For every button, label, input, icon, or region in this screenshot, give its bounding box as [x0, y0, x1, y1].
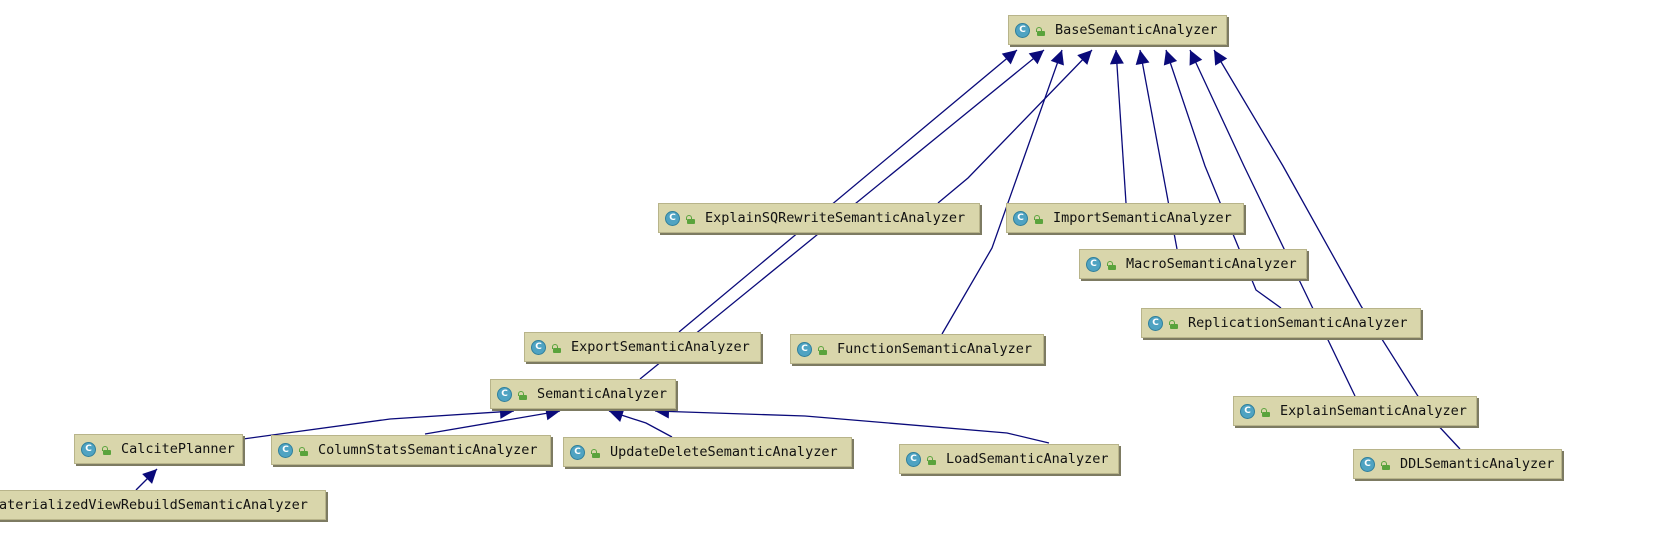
class-icon: C	[906, 451, 921, 467]
public-lock-icon	[518, 390, 527, 400]
node-label: UpdateDeleteSemanticAnalyzer	[610, 444, 838, 460]
node-calcite-planner[interactable]: C CalcitePlanner	[74, 434, 243, 464]
class-icon: C	[1086, 256, 1101, 272]
public-lock-icon	[686, 214, 695, 224]
node-load-semantic-analyzer[interactable]: C LoadSemanticAnalyzer	[899, 444, 1119, 474]
public-lock-icon	[299, 446, 308, 456]
edge-explain_sq-to-base	[937, 49, 1093, 204]
node-label: aterializedViewRebuildSemanticAnalyzer	[0, 497, 308, 513]
public-lock-icon	[818, 345, 827, 355]
edge-explain-to-base	[1189, 49, 1356, 397]
node-label: ExportSemanticAnalyzer	[571, 339, 750, 355]
arrowhead-update_delete-to-semantic	[609, 408, 625, 422]
class-icon: C	[1148, 315, 1163, 331]
class-icon: C	[1240, 403, 1255, 419]
node-ddl-semantic-analyzer[interactable]: C DDLSemanticAnalyzer	[1353, 449, 1562, 479]
class-icon: C	[1360, 456, 1375, 472]
class-icon: C	[1015, 22, 1030, 38]
edge-ddl-to-base	[1213, 49, 1461, 450]
edge-load-to-semantic	[654, 410, 1050, 444]
public-lock-icon	[102, 445, 111, 455]
node-label: ColumnStatsSemanticAnalyzer	[318, 442, 538, 458]
node-label: MacroSemanticAnalyzer	[1126, 256, 1297, 272]
edge-import-to-base	[1115, 49, 1127, 204]
class-icon: C	[665, 210, 680, 226]
node-export-semantic-analyzer[interactable]: C ExportSemanticAnalyzer	[524, 332, 761, 362]
node-label: SemanticAnalyzer	[537, 386, 668, 402]
node-function-semantic-analyzer[interactable]: C FunctionSemanticAnalyzer	[790, 334, 1044, 364]
node-label: ReplicationSemanticAnalyzer	[1188, 315, 1408, 331]
node-label: ExplainSemanticAnalyzer	[1280, 403, 1467, 419]
arrowhead-column_stats-to-semantic	[545, 406, 560, 421]
arrowhead-mv_rebuild-to-calcite	[142, 469, 157, 484]
edge-calcite-to-semantic	[242, 410, 515, 440]
public-lock-icon	[591, 448, 600, 458]
class-icon: C	[797, 341, 812, 357]
arrowhead-function-to-base	[1050, 50, 1064, 66]
node-explain-sq-rewrite-semantic-analyzer[interactable]: C ExplainSQRewriteSemanticAnalyzer	[658, 203, 980, 233]
edge-column_stats-to-semantic	[424, 410, 561, 435]
arrowhead-macro-to-base	[1135, 50, 1150, 66]
node-materialized-view-rebuild-semantic-analyzer[interactable]: aterializedViewRebuildSemanticAnalyzer	[0, 490, 326, 520]
arrowhead-replication-to-base	[1163, 50, 1178, 66]
class-icon: C	[1013, 210, 1028, 226]
class-icon: C	[531, 339, 546, 355]
class-icon: C	[570, 444, 585, 460]
class-icon: C	[497, 386, 512, 402]
arrowhead-explain_sq-to-base	[1077, 50, 1092, 65]
node-label: DDLSemanticAnalyzer	[1400, 456, 1555, 472]
node-label: LoadSemanticAnalyzer	[946, 451, 1109, 467]
edge-export-to-base	[678, 49, 1018, 333]
edge-function-to-base	[941, 49, 1063, 335]
arrowhead-export-to-base	[1001, 50, 1017, 65]
public-lock-icon	[927, 455, 936, 465]
class-icon: C	[81, 441, 96, 457]
arrowhead-import-to-base	[1109, 50, 1124, 65]
node-update-delete-semantic-analyzer[interactable]: C UpdateDeleteSemanticAnalyzer	[563, 437, 852, 467]
public-lock-icon	[1381, 460, 1390, 470]
public-lock-icon	[1261, 407, 1270, 417]
class-icon: C	[278, 442, 293, 458]
public-lock-icon	[1034, 214, 1043, 224]
node-macro-semantic-analyzer[interactable]: C MacroSemanticAnalyzer	[1079, 249, 1307, 279]
node-column-stats-semantic-analyzer[interactable]: C ColumnStatsSemanticAnalyzer	[271, 435, 551, 465]
public-lock-icon	[552, 343, 561, 353]
arrowhead-ddl-to-base	[1214, 50, 1228, 66]
node-label: CalcitePlanner	[121, 441, 235, 457]
node-label: FunctionSemanticAnalyzer	[837, 341, 1033, 357]
node-import-semantic-analyzer[interactable]: C ImportSemanticAnalyzer	[1006, 203, 1244, 233]
node-label: BaseSemanticAnalyzer	[1055, 22, 1218, 38]
node-semantic-analyzer[interactable]: C SemanticAnalyzer	[490, 379, 676, 409]
node-label: ImportSemanticAnalyzer	[1053, 210, 1232, 226]
arrowhead-semantic-to-base	[1028, 50, 1044, 65]
public-lock-icon	[1107, 260, 1116, 270]
public-lock-icon	[1036, 26, 1045, 36]
node-label: ExplainSQRewriteSemanticAnalyzer	[705, 210, 966, 226]
node-base-semantic-analyzer[interactable]: C BaseSemanticAnalyzer	[1008, 15, 1227, 45]
node-replication-semantic-analyzer[interactable]: C ReplicationSemanticAnalyzer	[1141, 308, 1421, 338]
arrowhead-explain-to-base	[1189, 50, 1203, 66]
public-lock-icon	[1169, 319, 1178, 329]
node-explain-semantic-analyzer[interactable]: C ExplainSemanticAnalyzer	[1233, 396, 1477, 426]
